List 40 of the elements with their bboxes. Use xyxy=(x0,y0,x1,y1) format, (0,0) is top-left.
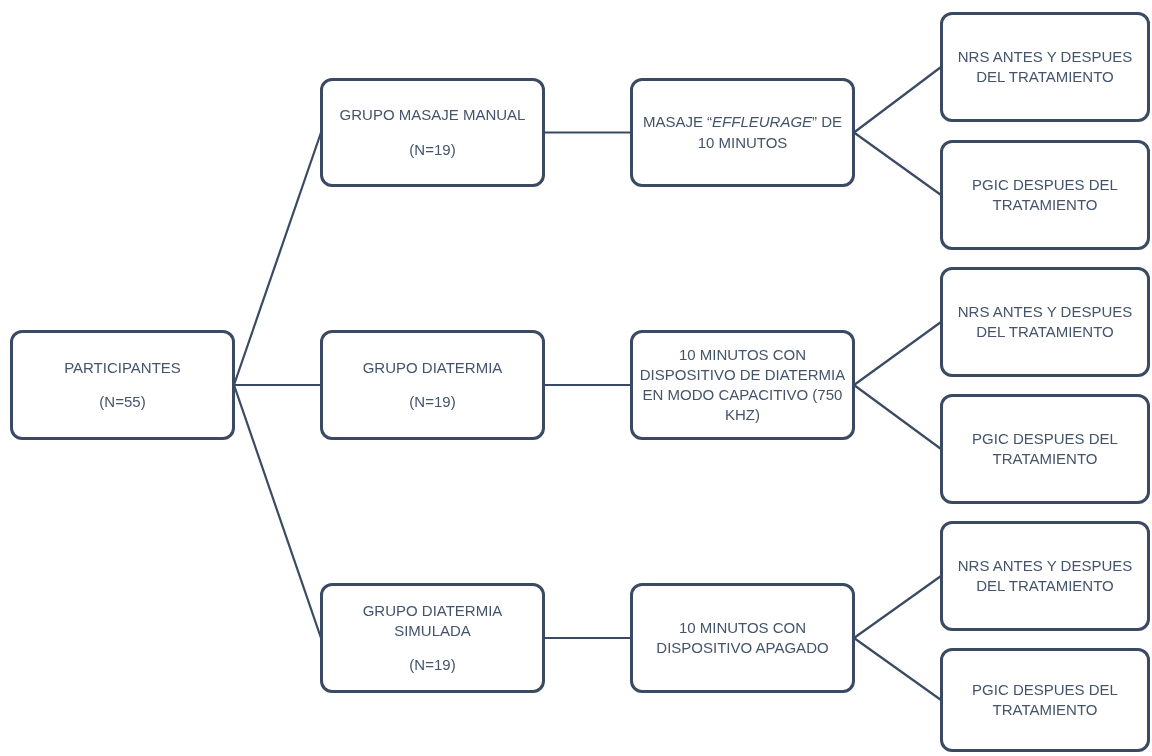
process-box xyxy=(940,521,1150,631)
box-text: (N=19) xyxy=(409,655,456,676)
box-text: PGIC DESPUES DEL TRATAMIENTO xyxy=(971,679,1119,720)
connector-line xyxy=(544,383,631,387)
process-box xyxy=(940,140,1150,250)
box-text: NRS ANTES Y DESPUES DEL TRATAMIENTO xyxy=(956,301,1134,342)
process-box xyxy=(630,330,855,440)
process-box xyxy=(630,78,855,187)
box-text: NRS ANTES Y DESPUES DEL TRATAMIENTO xyxy=(956,555,1134,596)
connector-line xyxy=(853,384,942,450)
box-text: (N=19) xyxy=(409,392,456,412)
process-box xyxy=(940,267,1150,377)
process-box xyxy=(940,12,1150,122)
box-text: MASAJE “EFFLEURAGE” DE 10 MINUTOS xyxy=(641,112,844,153)
connector-line xyxy=(853,131,942,196)
process-box xyxy=(320,78,545,187)
connector-line xyxy=(234,383,321,387)
box-text: PGIC DESPUES DEL TRATAMIENTO xyxy=(971,428,1119,469)
box-text: GRUPO MASAJE MANUAL xyxy=(339,105,526,126)
process-box xyxy=(320,583,545,693)
box-text: NRS ANTES Y DESPUES DEL TRATAMIENTO xyxy=(956,46,1134,87)
box-text: GRUPO DIATERMIA SIMULADA xyxy=(361,600,504,641)
box-text: (N=19) xyxy=(409,139,456,160)
box-text: GRUPO DIATERMIA xyxy=(362,357,503,378)
connector-line xyxy=(853,66,942,134)
connector-line xyxy=(544,636,631,640)
connector-line xyxy=(853,575,942,639)
box-text: PGIC DESPUES DEL TRATAMIENTO xyxy=(971,174,1119,215)
connector-line xyxy=(544,131,631,134)
connector-line xyxy=(853,637,942,701)
box-text: PARTICIPANTES xyxy=(64,357,181,378)
process-box xyxy=(10,330,235,440)
process-box xyxy=(630,583,855,693)
box-text: (N=55) xyxy=(99,392,146,412)
box-text: 10 MINUTOS CON DISPOSITIVO APAGADO xyxy=(655,617,830,658)
process-box xyxy=(320,330,545,440)
connector-line xyxy=(853,321,942,386)
process-box xyxy=(940,648,1150,752)
box-text: 10 MINUTOS CON DISPOSITIVO DE DIATERMIA EN MODO CAPACITIVO (750 KHZ) xyxy=(639,344,846,426)
process-box xyxy=(940,394,1150,504)
